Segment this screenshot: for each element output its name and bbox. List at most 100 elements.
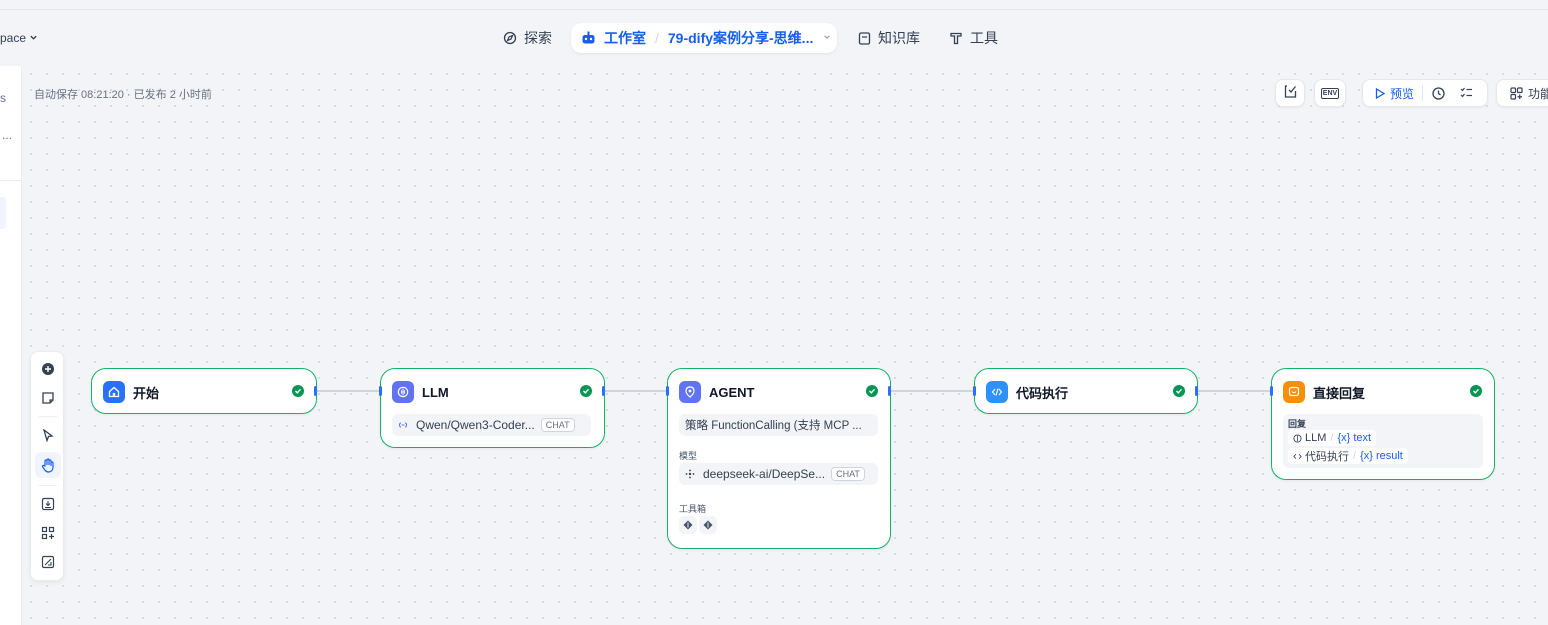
output-handle[interactable] xyxy=(888,386,891,396)
edge-code-answer[interactable] xyxy=(1198,390,1271,392)
tool-2-icon[interactable] xyxy=(699,516,717,534)
workflow-canvas[interactable] xyxy=(23,66,1548,625)
edge-llm-agent[interactable] xyxy=(605,390,667,392)
pointer-mode-button[interactable] xyxy=(35,422,61,448)
llm-brain-icon xyxy=(392,381,414,403)
answer-reply-icon xyxy=(1283,381,1305,403)
node-start[interactable]: 开始 xyxy=(91,368,317,414)
grid-plus-icon xyxy=(1510,86,1523,100)
output-handle[interactable] xyxy=(602,386,605,396)
model-mode-badge: CHAT xyxy=(540,418,575,432)
chevron-down-icon[interactable] xyxy=(823,33,831,44)
input-handle[interactable] xyxy=(666,386,669,396)
nav-knowledge[interactable]: 知识库 xyxy=(857,23,920,53)
success-check-icon xyxy=(580,385,592,397)
success-check-icon xyxy=(866,385,878,397)
var-separator: / xyxy=(1353,450,1357,462)
model-provider-icon xyxy=(398,420,408,430)
edge-start-llm[interactable] xyxy=(317,390,380,392)
autosave-status: 自动保存 08:21:20 · 已发布 2 小时前 xyxy=(34,89,212,101)
agent-toolbox-label: 工具箱 xyxy=(679,504,707,514)
sidebar-partial-text: s xyxy=(0,91,6,105)
agent-model-label: 模型 xyxy=(679,451,698,461)
add-note-button[interactable] xyxy=(35,385,61,411)
nav-explore[interactable]: 探索 xyxy=(503,23,552,53)
env-variables-button[interactable]: ENV xyxy=(1314,79,1346,107)
play-icon xyxy=(1375,87,1385,99)
llm-model-chip[interactable]: Qwen/Qwen3-Coder... CHAT xyxy=(392,414,591,436)
answer-var-ref[interactable]: 代码执行 / {x} result xyxy=(1288,448,1408,464)
hammer-icon xyxy=(949,31,963,45)
input-handle[interactable] xyxy=(379,386,382,396)
nav-tools-label: 工具 xyxy=(970,30,998,46)
nav-tools[interactable]: 工具 xyxy=(949,23,998,53)
run-toolbar-group: 预览 xyxy=(1362,79,1488,107)
answer-content-box[interactable]: 回复 LLM / {x} text 代码执行 / {x} result xyxy=(1283,414,1483,468)
hand-icon xyxy=(41,457,54,473)
sidebar-partial-text: ... xyxy=(2,128,13,142)
features-button[interactable]: 功能 xyxy=(1496,79,1548,107)
output-handle[interactable] xyxy=(1195,386,1198,396)
model-mode-badge: CHAT xyxy=(831,467,865,481)
node-title: 直接回复 xyxy=(1313,385,1366,401)
history-button[interactable] xyxy=(1431,86,1446,101)
agent-strategy: 策略 FunctionCalling (支持 MCP ... xyxy=(685,420,862,432)
nav-studio[interactable]: 工作室 / 79-dify案例分享-思维... xyxy=(571,23,837,53)
minimap-toggle-button[interactable] xyxy=(35,549,61,575)
organize-nodes-button[interactable] xyxy=(35,520,61,546)
sidebar-divider xyxy=(0,180,22,181)
clipboard-check-icon xyxy=(1283,84,1298,102)
nav-studio-label: 工作室 xyxy=(604,30,646,46)
toolbar-divider xyxy=(1422,85,1424,101)
checklist-button[interactable] xyxy=(1275,79,1305,107)
features-label: 功能 xyxy=(1528,86,1548,101)
layout-grid-icon xyxy=(41,526,55,540)
node-title: 开始 xyxy=(133,385,160,401)
book-icon xyxy=(857,31,871,45)
workspace-label: pace xyxy=(0,31,27,45)
var-node-name: LLM xyxy=(1305,432,1327,444)
node-agent[interactable]: AGENT 策略 FunctionCalling (支持 MCP ... 模型 … xyxy=(666,368,891,549)
agent-strategy-chip[interactable]: 策略 FunctionCalling (支持 MCP ... xyxy=(679,414,878,436)
node-answer[interactable]: 直接回复 回复 LLM / {x} text 代码执行 / {x} result xyxy=(1270,368,1495,480)
sidebar-active-item[interactable] xyxy=(0,197,6,229)
hand-mode-button[interactable] xyxy=(35,452,61,478)
home-icon xyxy=(103,381,125,403)
image-download-icon xyxy=(41,497,55,511)
add-node-button[interactable] xyxy=(35,356,61,382)
toolbar-divider xyxy=(39,416,57,417)
success-check-icon xyxy=(1173,385,1185,397)
toolbar-divider xyxy=(39,485,57,486)
input-handle[interactable] xyxy=(973,386,976,396)
tool-1-icon[interactable] xyxy=(679,516,697,534)
breadcrumb-separator: / xyxy=(655,30,659,46)
node-title: AGENT xyxy=(709,384,755,400)
current-app-name[interactable]: 79-dify案例分享-思维... xyxy=(667,30,814,46)
node-code[interactable]: 代码执行 xyxy=(973,368,1198,414)
nav-explore-label: 探索 xyxy=(524,30,552,46)
var-name: {x} result xyxy=(1360,450,1403,462)
env-icon: ENV xyxy=(1320,87,1340,99)
run-list-button[interactable] xyxy=(1460,87,1473,100)
node-title: 代码执行 xyxy=(1016,385,1069,401)
node-llm[interactable]: LLM Qwen/Qwen3-Coder... CHAT xyxy=(379,368,605,448)
preview-button[interactable]: 预览 xyxy=(1375,85,1414,102)
input-handle[interactable] xyxy=(1270,386,1273,396)
nav-knowledge-label: 知识库 xyxy=(878,30,920,46)
answer-reply-label: 回复 xyxy=(1288,419,1307,429)
agent-icon xyxy=(679,381,701,403)
answer-var-ref[interactable]: LLM / {x} text xyxy=(1288,430,1377,446)
plus-circle-icon xyxy=(42,363,54,375)
clock-history-icon xyxy=(1432,86,1445,100)
agent-model-chip[interactable]: deepseek-ai/DeepSe... CHAT xyxy=(679,463,878,485)
var-separator: / xyxy=(1330,432,1334,444)
var-name: {x} text xyxy=(1337,432,1372,444)
export-image-button[interactable] xyxy=(35,491,61,517)
output-handle[interactable] xyxy=(314,386,317,396)
app-sidebar: s ... xyxy=(0,66,22,625)
edge-agent-code[interactable] xyxy=(891,390,974,392)
preview-label: 预览 xyxy=(1390,86,1415,101)
workspace-switcher[interactable]: pace xyxy=(0,31,38,45)
var-node-name: 代码执行 xyxy=(1305,451,1349,463)
chevron-down-icon xyxy=(29,31,38,45)
